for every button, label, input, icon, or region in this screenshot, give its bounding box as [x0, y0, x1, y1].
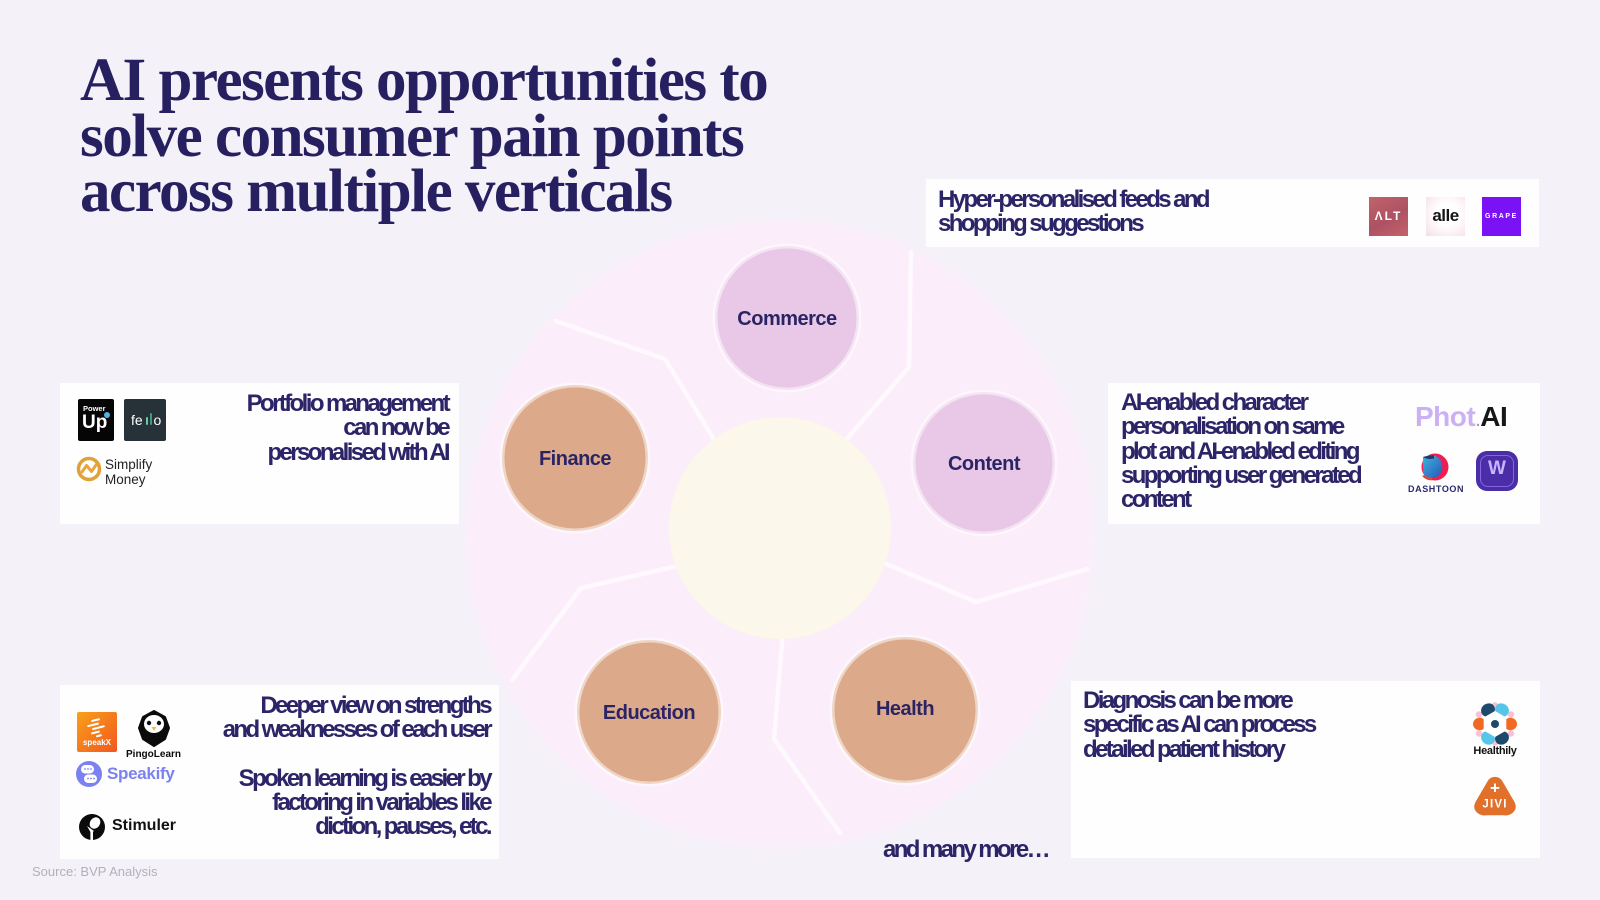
svg-text:Education: Education	[603, 702, 695, 724]
svg-text:Finance: Finance	[539, 448, 611, 470]
svg-text:Content: Content	[948, 453, 1021, 475]
svg-text:JIVI: JIVI	[1482, 799, 1507, 811]
svg-text:Commerce: Commerce	[737, 308, 837, 330]
svg-text:Health: Health	[876, 698, 934, 720]
svg-text:+: +	[1490, 779, 1500, 798]
